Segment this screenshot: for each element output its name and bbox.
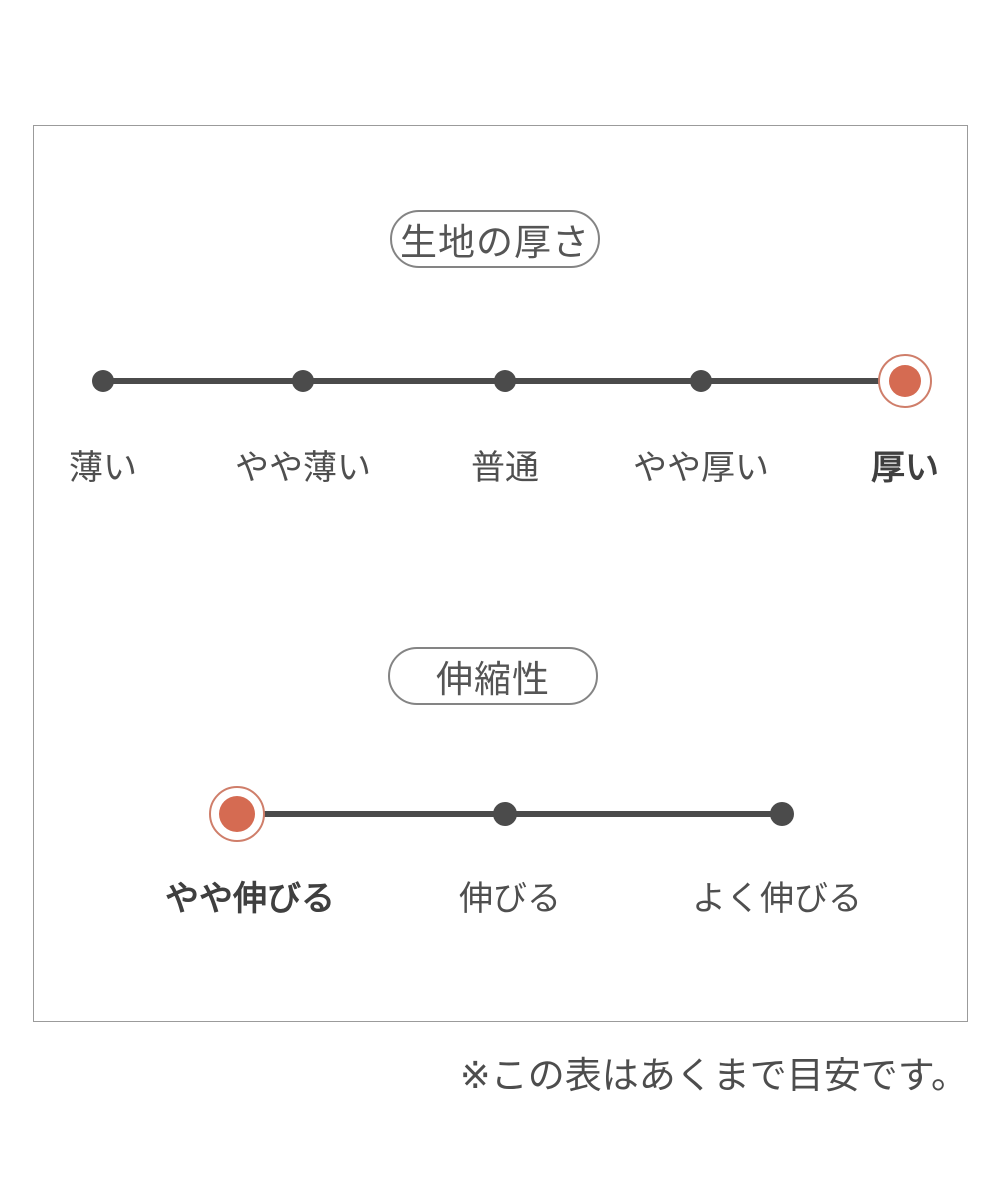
stretch-selected-dot — [219, 796, 255, 832]
label-stretch-some: やや伸びる — [165, 879, 335, 919]
stretch-title: 伸縮性 — [436, 658, 550, 701]
thickness-selected-dot — [889, 365, 921, 397]
stretch-selected-ring — [209, 786, 265, 842]
thickness-dot-2 — [292, 370, 314, 392]
thickness-dot-3 — [494, 370, 516, 392]
label-stretch: 伸びる — [459, 879, 561, 919]
footnote: ※この表はあくまで目安です。 — [459, 1054, 968, 1097]
label-thin: 薄い — [69, 448, 137, 488]
thickness-title: 生地の厚さ — [400, 221, 590, 264]
label-stretch-well: よく伸びる — [692, 879, 862, 919]
thickness-dot-1 — [92, 370, 114, 392]
label-normal: 普通 — [471, 448, 539, 488]
label-slightly-thin: やや薄い — [235, 448, 371, 488]
thickness-dot-4 — [690, 370, 712, 392]
label-slightly-thick: やや厚い — [633, 448, 769, 488]
stretch-dot-3 — [770, 802, 794, 826]
thickness-title-pill: 生地の厚さ — [390, 210, 600, 268]
chart-border-box — [33, 125, 968, 1022]
stretch-title-pill: 伸縮性 — [388, 647, 598, 705]
label-thick: 厚い — [871, 448, 939, 488]
stretch-dot-2 — [493, 802, 517, 826]
